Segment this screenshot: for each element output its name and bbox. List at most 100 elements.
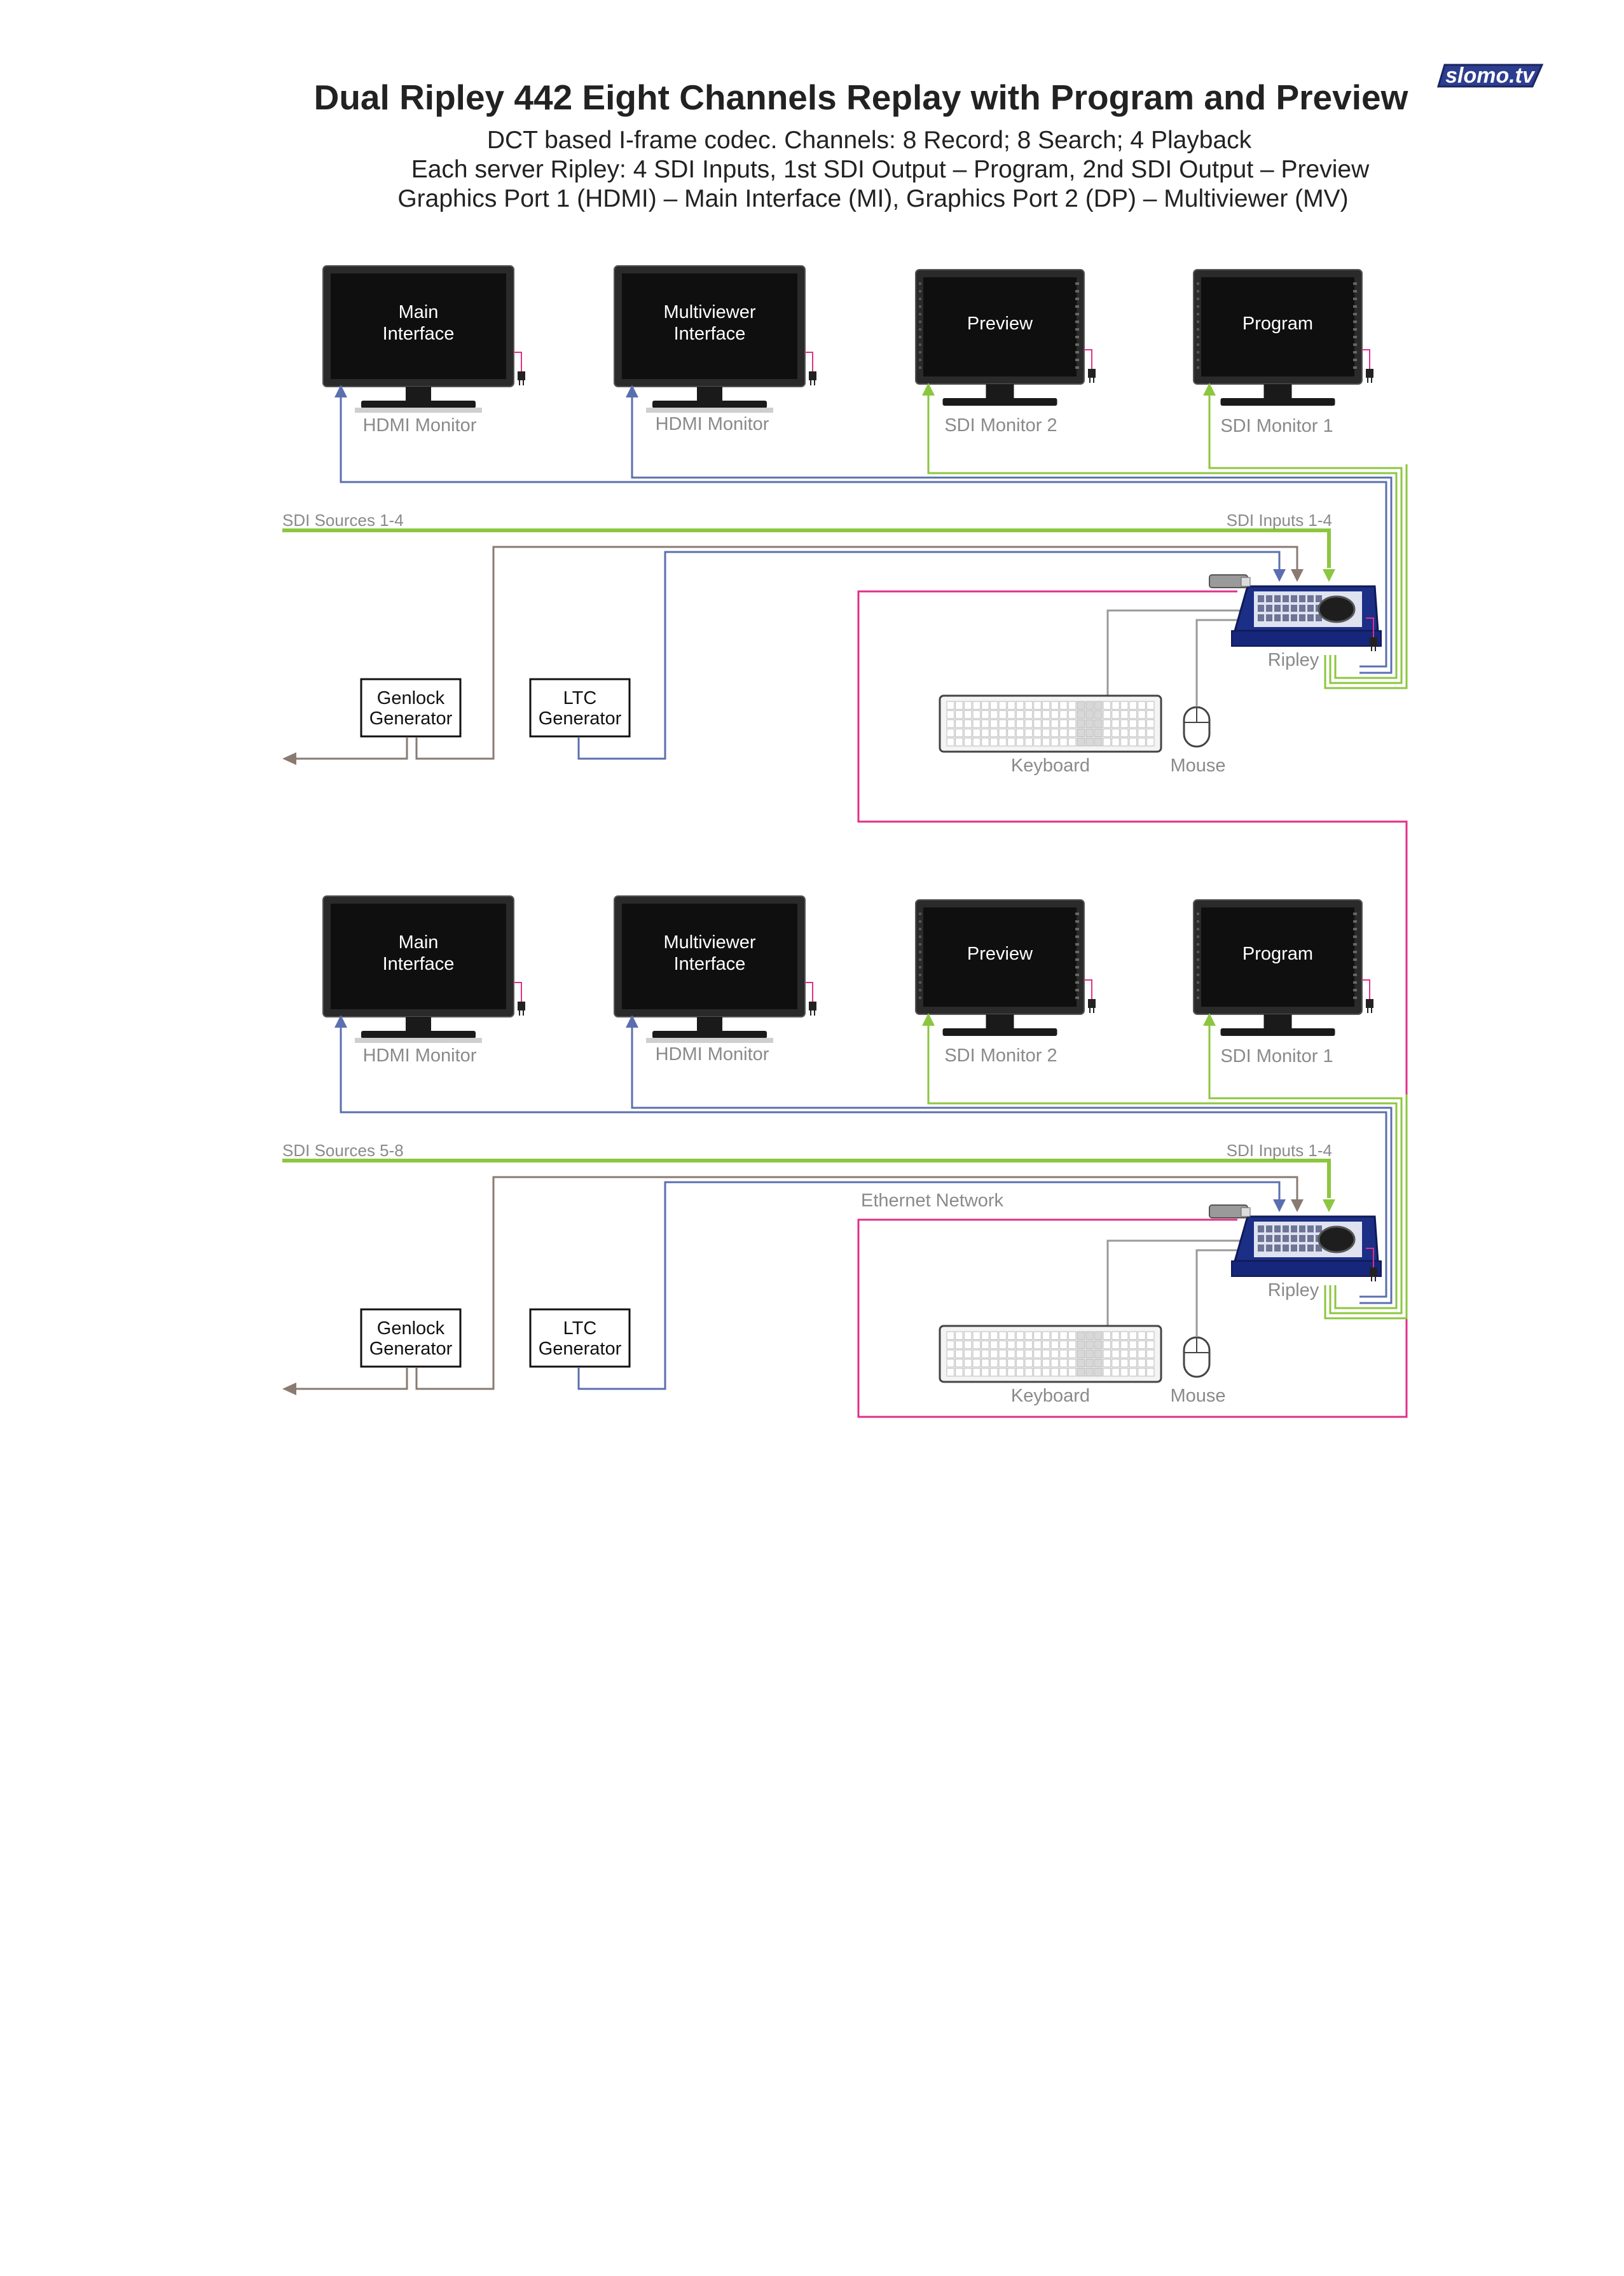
arrow-icon — [922, 1013, 935, 1026]
monitor-caption: SDI Monitor 1 — [1220, 1046, 1333, 1066]
ripley-server-label: Ripley — [1268, 1280, 1319, 1300]
sdi-inputs-label: SDI Inputs 1-4 — [1227, 511, 1332, 530]
power-plug-icon — [805, 982, 816, 1016]
sdi-cable-program — [1208, 396, 1403, 684]
monitor-button-strip — [919, 913, 1079, 999]
genlock-cable — [415, 546, 1298, 760]
sdi-monitor: Program — [1193, 899, 1373, 1036]
monitor-stand — [697, 387, 722, 402]
genlock-output-line — [296, 1368, 408, 1390]
monitor-stand — [406, 1017, 431, 1032]
ltc-cable — [577, 551, 1281, 760]
arrow-icon — [1273, 1199, 1286, 1212]
sdi-monitor: Preview — [915, 899, 1096, 1036]
monitor-caption: HDMI Monitor — [363, 1045, 477, 1066]
monitor-caption: SDI Monitor 2 — [944, 415, 1057, 436]
hdmi-cable-multiviewer — [631, 396, 1393, 674]
keyboard-label: Keyboard — [1011, 755, 1090, 776]
monitor-caption: SDI Monitor 2 — [944, 1045, 1057, 1066]
sdi-cable-program — [1208, 1026, 1403, 1314]
monitor-screen-label: Program — [1242, 944, 1313, 964]
mouse-icon — [1183, 1336, 1211, 1378]
arrow-icon — [334, 385, 347, 397]
arrow-icon — [334, 1015, 347, 1028]
slomo-tv-logo: slomo.tv — [1436, 64, 1544, 88]
hdmi-cable-main-interface — [340, 1026, 1387, 1298]
monitor-stand — [986, 1014, 1014, 1030]
sdi-sources-label: SDI Sources 1-4 — [282, 511, 404, 530]
keyboard-icon — [939, 694, 1162, 753]
keyboard-cable — [1106, 1239, 1241, 1330]
monitor-caption: HDMI Monitor — [656, 1044, 769, 1065]
power-plug-icon — [1362, 979, 1373, 1013]
power-plug-icon — [514, 982, 525, 1016]
mouse-icon — [1183, 706, 1211, 748]
arrow-icon — [282, 752, 296, 765]
subtitle-line-2: Each server Ripley: 4 SDI Inputs, 1st SD… — [411, 156, 1370, 183]
power-plug-icon — [1084, 979, 1096, 1013]
arrow-icon — [1273, 569, 1286, 582]
ethernet-network-label: Ethernet Network — [861, 1190, 1004, 1211]
keyboard-label: Keyboard — [1011, 1386, 1090, 1406]
power-plug-icon — [514, 352, 525, 385]
keyboard-icon — [939, 1325, 1162, 1383]
sdi-sources-line — [282, 1159, 1331, 1198]
arrow-icon — [922, 383, 935, 396]
ripley-server-label: Ripley — [1268, 650, 1319, 670]
subtitle-line-1: DCT based I-frame codec. Channels: 8 Rec… — [487, 127, 1252, 154]
mouse-label: Mouse — [1170, 755, 1225, 776]
hdmi-cable-main-interface — [340, 396, 1387, 668]
power-plug-icon — [805, 352, 816, 385]
genlock-cable — [415, 1176, 1298, 1390]
monitor-button-strip — [1197, 282, 1357, 369]
monitor-button-strip — [919, 282, 1079, 369]
logo-text: slomo.tv — [1445, 64, 1536, 88]
monitor-caption: SDI Monitor 1 — [1220, 416, 1333, 436]
arrow-icon — [1323, 1199, 1335, 1212]
sdi-inputs-label: SDI Inputs 1-4 — [1227, 1141, 1332, 1160]
monitor-stand — [1263, 1014, 1292, 1030]
sdi-sources-line — [282, 528, 1331, 568]
arrow-icon — [1291, 1199, 1304, 1212]
monitor-stand — [406, 387, 431, 402]
sdi-monitor: Program — [1193, 269, 1373, 406]
monitor-button-strip — [1197, 913, 1357, 999]
ripley-server-icon — [1209, 574, 1382, 647]
mouse-cable — [1195, 619, 1240, 706]
monitor-stand — [986, 384, 1014, 399]
mouse-label: Mouse — [1170, 1386, 1225, 1406]
sdi-sources-label: SDI Sources 5-8 — [282, 1141, 404, 1160]
jog-wheel-icon — [1318, 1225, 1356, 1253]
arrow-icon — [1323, 569, 1335, 582]
monitor-screen-label: Preview — [967, 944, 1033, 964]
ripley-server-icon — [1209, 1204, 1382, 1277]
arrow-icon — [626, 1015, 638, 1028]
arrow-icon — [626, 385, 638, 397]
subtitle-line-3: Graphics Port 1 (HDMI) – Main Interface … — [397, 185, 1348, 212]
arrow-icon — [1203, 1013, 1216, 1026]
arrow-icon — [282, 1383, 296, 1395]
arrow-icon — [1291, 569, 1304, 582]
monitor-stand — [697, 1017, 722, 1032]
power-plug-icon — [1084, 349, 1096, 383]
monitor-caption: HDMI Monitor — [363, 415, 477, 436]
monitor-stand — [1263, 384, 1292, 399]
monitor-caption: HDMI Monitor — [656, 414, 769, 434]
